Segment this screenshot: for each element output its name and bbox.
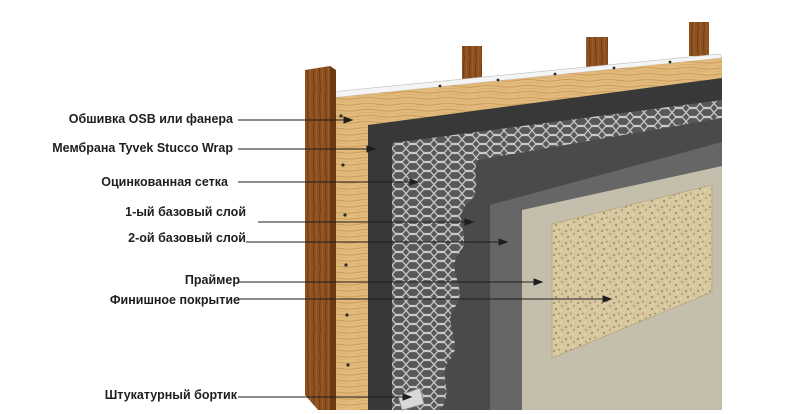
label-primer: Праймер	[184, 273, 240, 287]
vertical-stud	[305, 66, 330, 410]
label-base-coat-2: 2-ой базовый слой	[128, 231, 246, 245]
leader-lines	[238, 116, 613, 401]
stucco-bead	[397, 387, 425, 411]
nail-heads	[339, 60, 672, 367]
label-stucco-bead: Штукатурный бортик	[104, 388, 237, 402]
label-finish-coat: Финишное покрытие	[109, 293, 240, 307]
stud-top	[586, 37, 608, 73]
label-osb-sheathing: Обшивка OSB или фанера	[68, 112, 233, 126]
label-galvanized-mesh: Оцинкованная сетка	[101, 175, 228, 189]
label-base-coat-1: 1-ый базовый слой	[125, 205, 246, 219]
finish-coat-layer	[551, 184, 713, 359]
label-tyvek-membrane: Мембрана Tyvek Stucco Wrap	[52, 141, 233, 155]
stud-side	[330, 66, 336, 410]
stud-top	[462, 46, 482, 86]
stud-top	[689, 22, 709, 56]
